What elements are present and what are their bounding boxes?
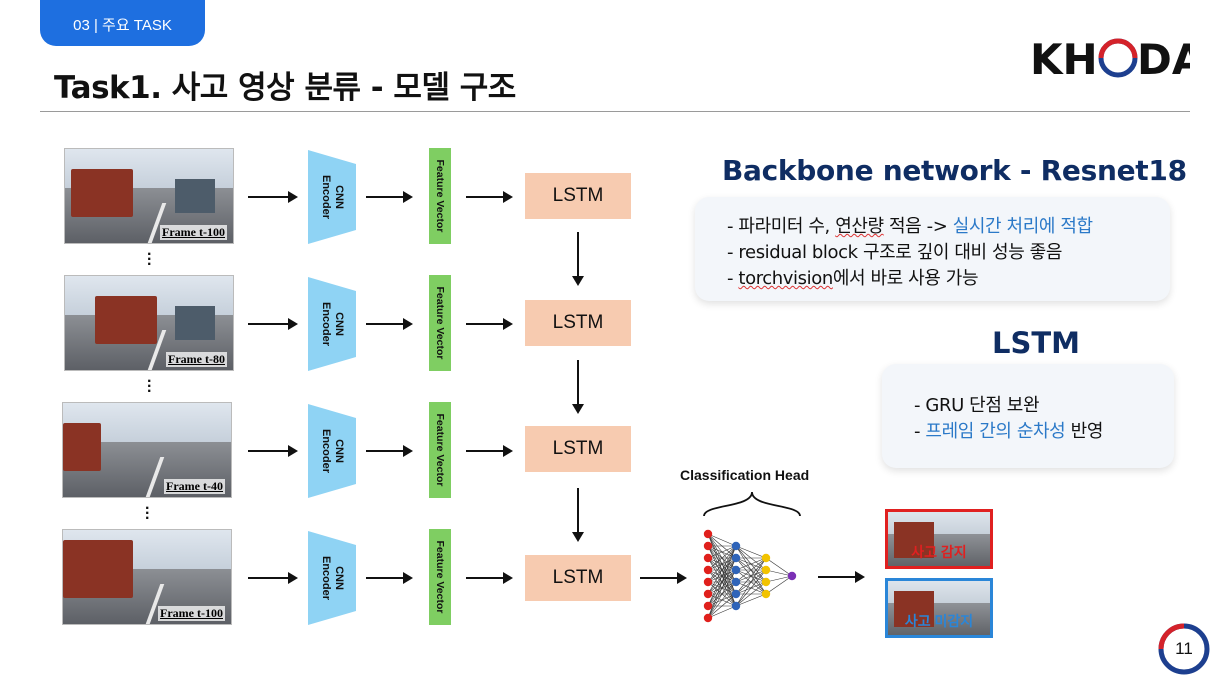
arrow-down-icon [572, 232, 584, 286]
logo-graphic: KH DA [1030, 35, 1205, 84]
frame-thumbnail-3: Frame t-40 [62, 402, 232, 498]
cnn-encoder-3: CNN Encoder [308, 404, 356, 498]
nn-node [703, 601, 713, 611]
nn-node [731, 577, 741, 587]
backbone-title: Backbone network - Resnet18 [722, 154, 1187, 187]
arrow-down-icon [572, 488, 584, 542]
arrow-right-icon [466, 318, 513, 330]
frame-label: Frame t-100 [158, 606, 225, 621]
section-tab: 03 | 주요 TASK [40, 0, 205, 46]
feature-vector-4: Feature Vector [429, 529, 451, 625]
arrow-right-icon [466, 572, 513, 584]
frame-thumbnail-4: Frame t-100 [62, 529, 232, 625]
nn-node [731, 589, 741, 599]
cnn-encoder-4: CNN Encoder [308, 531, 356, 625]
arrow-right-icon [466, 445, 513, 457]
page-title: Task1. 사고 영상 분류 - 모델 구조 [54, 70, 516, 106]
ellipsis-icon: ··· [147, 373, 153, 400]
cnn-encoder-1: CNN Encoder [308, 150, 356, 244]
arrow-down-icon [572, 360, 584, 414]
lstm-cell-1: LSTM [525, 173, 631, 219]
arrow-right-icon [818, 571, 865, 583]
lstm-section-title: LSTM [992, 326, 1081, 360]
frame-thumbnail-2: Frame t-80 [64, 275, 234, 371]
svg-text:DA: DA [1137, 35, 1190, 84]
nn-node [703, 565, 713, 575]
lstm-card: - GRU 단점 보완 - 프레임 간의 순차성 반영 [882, 364, 1174, 468]
arrow-right-icon [366, 318, 413, 330]
arrow-right-icon [366, 572, 413, 584]
ellipsis-icon: ··· [147, 246, 153, 273]
frame-label: Frame t-40 [164, 479, 225, 494]
arrow-right-icon [366, 445, 413, 457]
backbone-card: - 파라미터 수, 연산량 적음 -> 실시간 처리에 적합 - residua… [695, 197, 1170, 301]
result-accident-not-detected: 사고 미감지 [885, 578, 993, 638]
nn-node [761, 565, 771, 575]
nn-node [703, 541, 713, 551]
nn-node [761, 553, 771, 563]
lstm-point-1: - GRU 단점 보완 [914, 395, 1040, 416]
frame-label: Frame t-100 [160, 225, 227, 240]
page-number-badge: 11 [1157, 622, 1211, 676]
nn-node [787, 571, 797, 581]
lstm-cell-4: LSTM [525, 555, 631, 601]
nn-node [703, 529, 713, 539]
nn-node [761, 577, 771, 587]
nn-node [703, 613, 713, 623]
svg-text:KH: KH [1030, 35, 1098, 84]
classification-head-network [703, 491, 801, 623]
feature-vector-1: Feature Vector [429, 148, 451, 244]
nn-node [761, 589, 771, 599]
nn-node [703, 577, 713, 587]
lstm-cell-3: LSTM [525, 426, 631, 472]
frame-thumbnail-1: Frame t-100 [64, 148, 234, 244]
arrow-right-icon [640, 572, 687, 584]
backbone-point-1: - 파라미터 수, 연산량 적음 -> 실시간 처리에 적합 [727, 216, 1093, 237]
feature-vector-3: Feature Vector [429, 402, 451, 498]
result-label: 사고 감지 [911, 544, 967, 560]
backbone-point-3: - torchvision에서 바로 사용 가능 [727, 268, 979, 289]
feature-vector-2: Feature Vector [429, 275, 451, 371]
arrow-right-icon [366, 191, 413, 203]
arrow-right-icon [248, 572, 298, 584]
cnn-encoder-2: CNN Encoder [308, 277, 356, 371]
ellipsis-icon: ··· [145, 500, 151, 527]
lstm-cell-2: LSTM [525, 300, 631, 346]
backbone-point-2: - residual block 구조로 깊이 대비 성능 좋음 [727, 242, 1062, 263]
khuda-logo: KH DA [1030, 30, 1205, 90]
arrow-right-icon [466, 191, 513, 203]
arrow-right-icon [248, 318, 298, 330]
nn-node [731, 553, 741, 563]
title-divider [40, 111, 1190, 112]
nn-node [703, 589, 713, 599]
arrow-right-icon [248, 445, 298, 457]
nn-node [731, 565, 741, 575]
page-number: 11 [1175, 639, 1193, 658]
result-accident-detected: 사고 감지 [885, 509, 993, 569]
classification-head-label: Classification Head [680, 467, 810, 483]
lstm-point-2: - 프레임 간의 순차성 반영 [914, 421, 1104, 442]
frame-label: Frame t-80 [166, 352, 227, 367]
arrow-right-icon [248, 191, 298, 203]
result-label: 사고 미감지 [904, 613, 974, 629]
nn-node [731, 601, 741, 611]
nn-node [703, 553, 713, 563]
nn-node [731, 541, 741, 551]
